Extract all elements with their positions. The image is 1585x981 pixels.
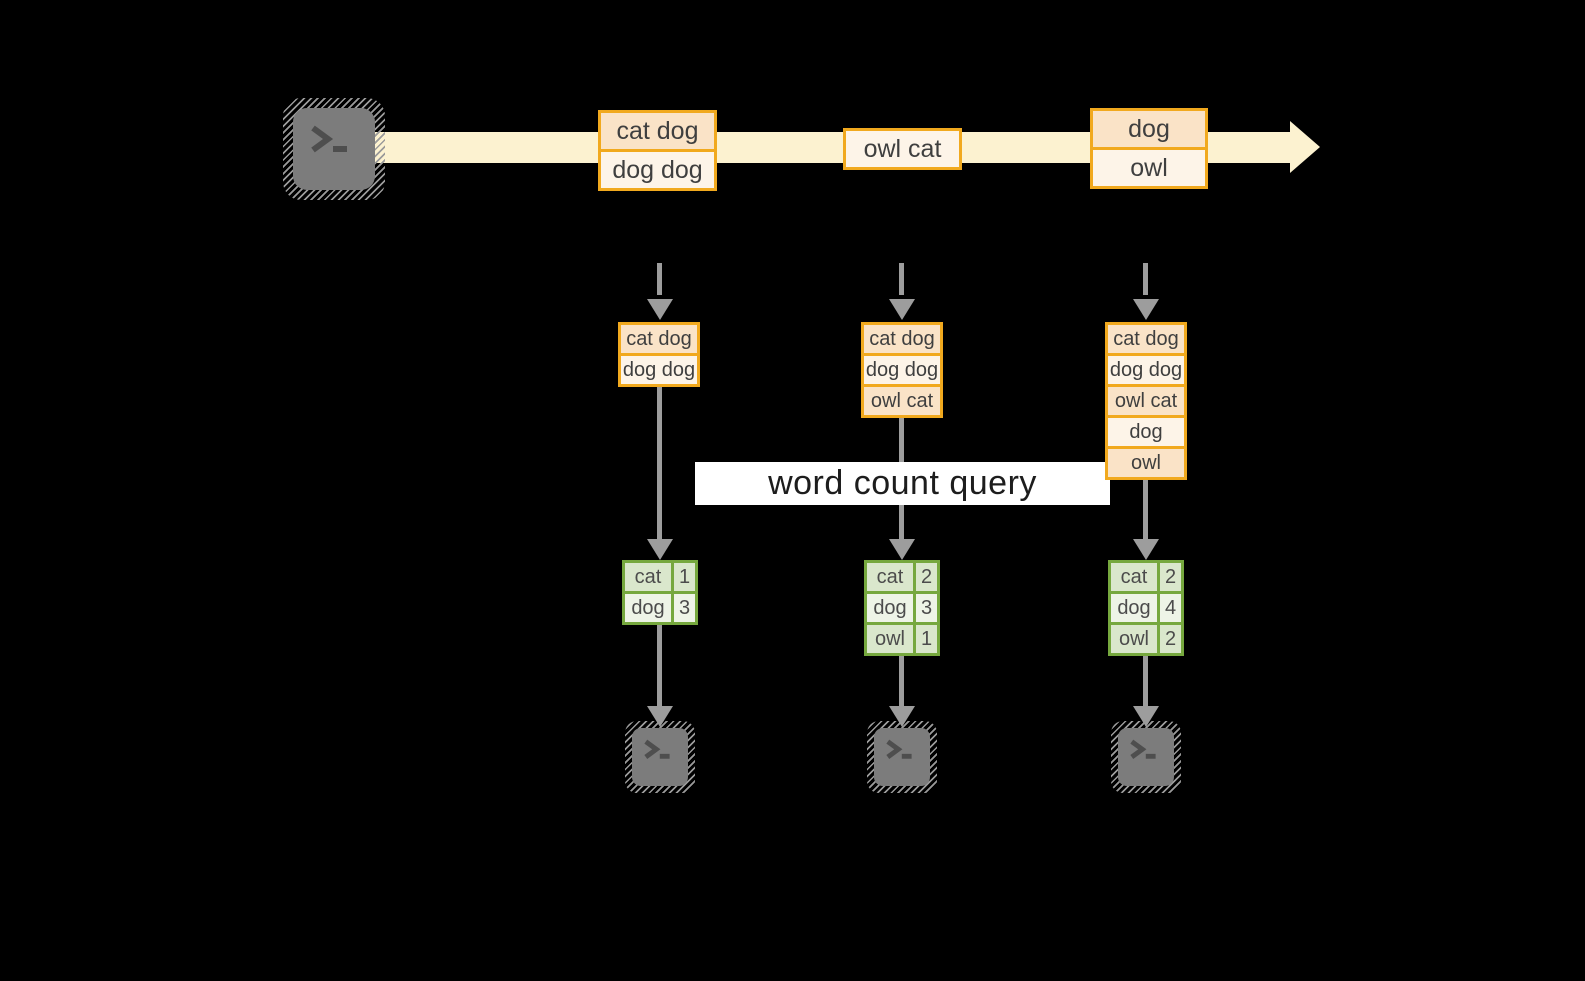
arrowhead-icon [889,299,915,320]
state-record: cat dog [621,325,697,353]
state-record: owl cat [864,387,940,415]
record: owl cat [846,131,959,167]
count-cell: 3 [916,594,937,622]
dashed-arrow-icon [1143,263,1148,295]
count-cell: 2 [916,563,937,591]
record: dog [1093,111,1205,147]
word-cell: cat [1111,563,1157,591]
arrowhead-icon [647,299,673,320]
count-cell: 2 [1160,563,1181,591]
state-stack-2: cat dog dog dog owl cat [861,322,943,418]
count-cell: 1 [916,625,937,653]
arrowhead-icon [647,539,673,560]
arrowhead-icon [889,539,915,560]
arrow-line [899,656,904,707]
record: dog dog [601,152,714,188]
arrow-line [657,387,662,540]
state-record: dog [1108,418,1184,446]
count-row: owl 1 [867,625,937,653]
arrow-line [1143,656,1148,707]
count-row: dog 3 [867,594,937,622]
count-cell: 3 [674,594,695,622]
state-record: owl [1108,449,1184,477]
count-table-3: cat 2 dog 4 owl 2 [1108,560,1184,656]
state-stack-1: cat dog dog dog [618,322,700,387]
count-row: dog 4 [1111,594,1181,622]
word-cell: dog [1111,594,1157,622]
state-record: dog dog [864,356,940,384]
stream-batch-2: owl cat [843,128,962,170]
word-cell: owl [867,625,913,653]
prompt-glyph [644,739,670,759]
state-stack-3: cat dog dog dog owl cat dog owl [1105,322,1187,480]
word-cell: dog [625,594,671,622]
terminal-body [874,728,930,786]
dashed-arrow-icon [657,263,662,295]
prompt-glyph [1130,739,1156,759]
state-record: owl cat [1108,387,1184,415]
prompt-glyph [311,125,347,153]
count-table-1: cat 1 dog 3 [622,560,698,625]
word-cell: dog [867,594,913,622]
arrow-line [1143,480,1148,540]
word-cell: cat [867,563,913,591]
prompt-glyph [886,739,912,759]
count-table-2: cat 2 dog 3 owl 1 [864,560,940,656]
stream-batch-1: cat dog dog dog [598,110,717,191]
state-record: cat dog [864,325,940,353]
terminal-icon [1111,721,1181,793]
word-cell: cat [625,563,671,591]
state-record: dog dog [1108,356,1184,384]
word-cell: owl [1111,625,1157,653]
terminal-icon [625,721,695,793]
terminal-icon [867,721,937,793]
state-record: dog dog [621,356,697,384]
arrowhead-icon [1133,299,1159,320]
query-label-text: word count query [768,464,1037,502]
count-row: owl 2 [1111,625,1181,653]
stream-batch-3: dog owl [1090,108,1208,189]
terminal-body [632,728,688,786]
count-row: cat 2 [867,563,937,591]
terminal-body [293,108,375,190]
arrowhead-icon [1133,539,1159,560]
record: owl [1093,150,1205,186]
count-row: dog 3 [625,594,695,622]
state-record: cat dog [1108,325,1184,353]
record: cat dog [601,113,714,149]
count-cell: 2 [1160,625,1181,653]
dashed-arrow-icon [899,263,904,295]
count-row: cat 2 [1111,563,1181,591]
terminal-body [1118,728,1174,786]
count-row: cat 1 [625,563,695,591]
arrow-line [657,625,662,707]
count-cell: 1 [674,563,695,591]
query-label: word count query [695,462,1110,505]
stream-arrowhead-icon [1290,121,1320,173]
count-cell: 4 [1160,594,1181,622]
terminal-icon [283,98,385,200]
